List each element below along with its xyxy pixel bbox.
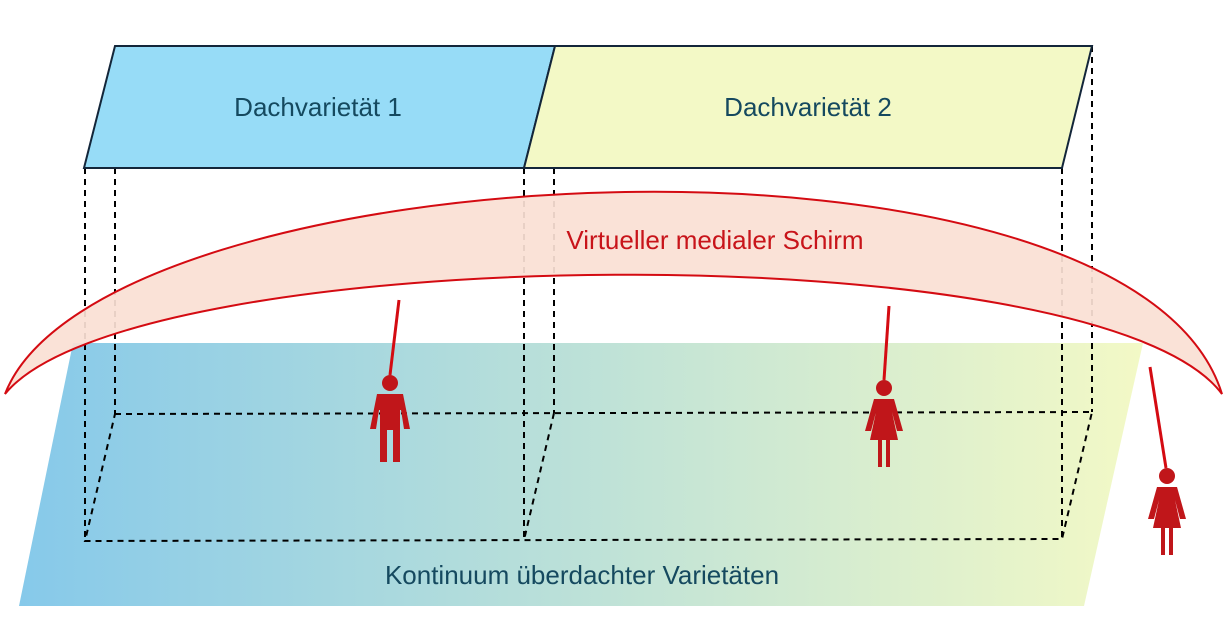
- male-person-icon: [370, 375, 410, 462]
- continuum-plane: [19, 343, 1143, 606]
- dachvarietaet-2-label: Dachvarietät 2: [724, 92, 892, 122]
- projection-lines: [84, 46, 1093, 541]
- dachvarietaet-2-box: [522, 45, 1094, 169]
- female-person-icon: [1148, 468, 1186, 555]
- female-person-icon: [865, 380, 903, 467]
- kontinuum-label: Kontinuum überdachter Varietäten: [385, 560, 779, 590]
- dashed-floor-outline: [83, 410, 1094, 543]
- dachvarietaet-1-label: Dachvarietät 1: [234, 92, 402, 122]
- umbrella-strings: [388, 299, 1168, 469]
- medialer-schirm-shape: [4, 190, 1223, 395]
- medialer-schirm-label: Virtueller medialer Schirm: [566, 225, 863, 255]
